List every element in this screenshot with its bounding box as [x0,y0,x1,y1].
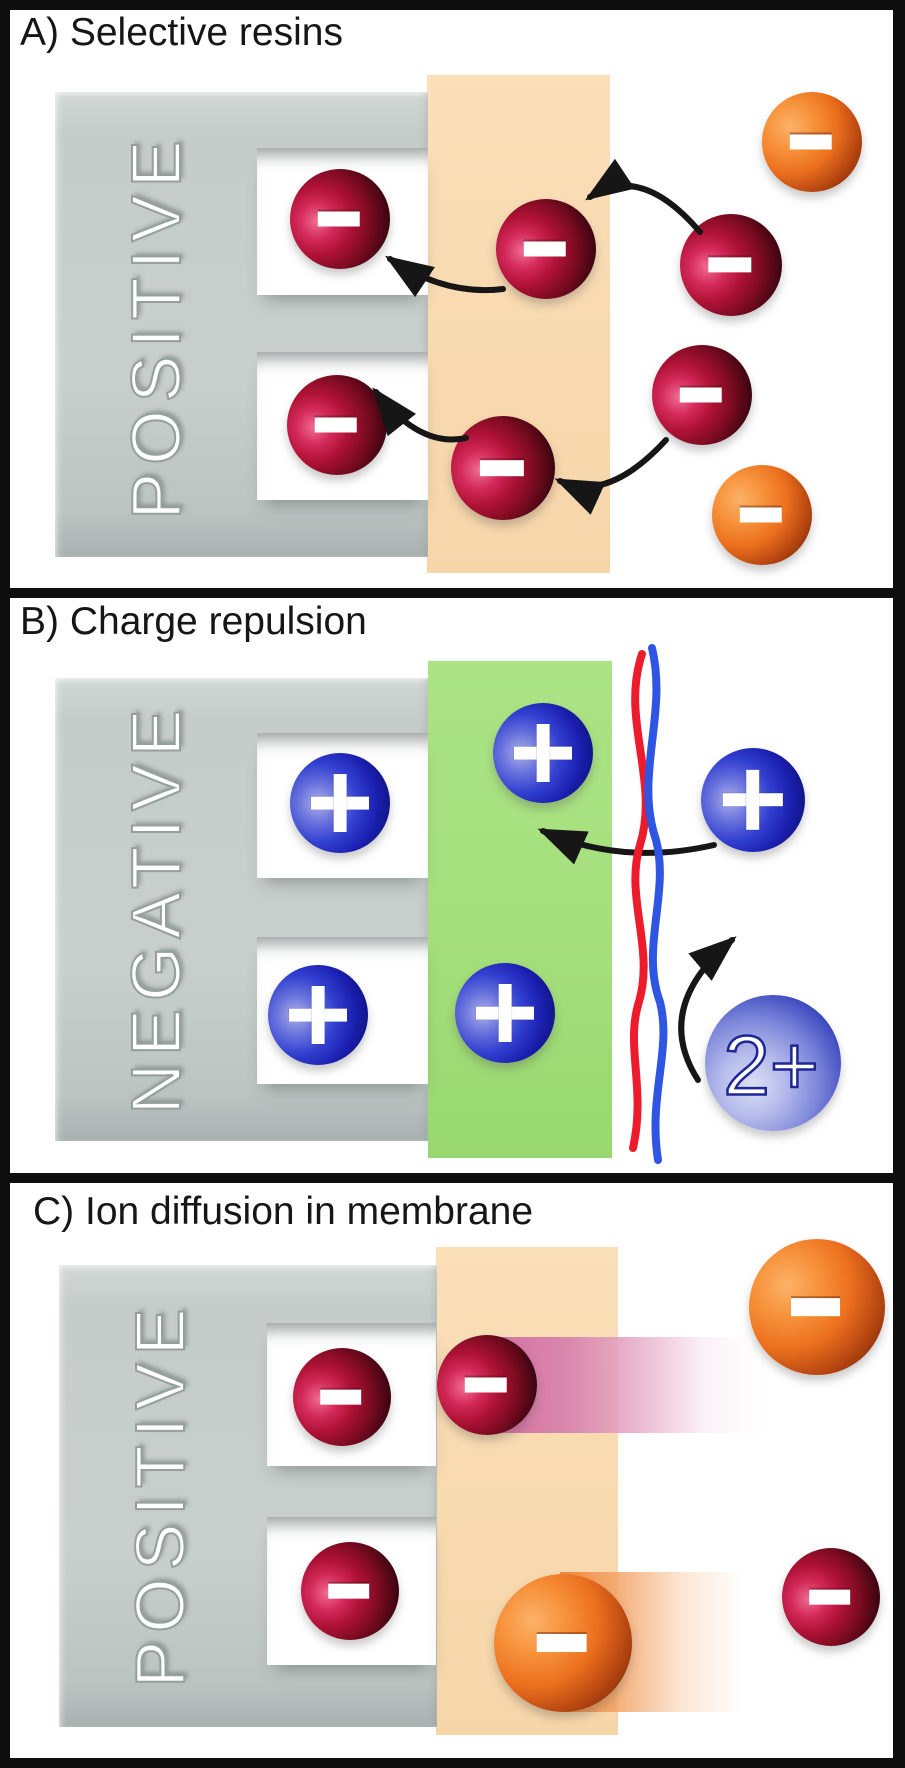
minus-sign [328,1583,370,1599]
plus-sign [476,984,534,1042]
anion-sphere-free-2 [652,345,752,445]
cation-sphere-in-membrane-2 [455,963,555,1063]
large-anion-sphere-free [749,1239,885,1375]
anion-sphere-in-membrane-2 [451,416,555,520]
large-anion-sphere-in-membrane [494,1574,632,1712]
minus-sign [479,460,524,476]
panel-c-resin-charge-label: POSITIVE [120,1300,200,1689]
panel-b-resin-charge-label: NEGATIVE [116,701,196,1116]
cation-sphere-free [701,748,805,852]
minus-sign [739,507,782,523]
border-top [0,0,905,10]
panel-c-title: C) Ion diffusion in membrane [33,1190,534,1233]
anion-sphere-in-membrane-1 [496,199,596,299]
divalent-cation-sphere: 2+ [705,995,841,1131]
panel-b-title: B) Charge repulsion [20,600,367,643]
minus-sign [320,1389,362,1405]
anion-sphere-bound-2 [287,375,387,475]
plus-sign [311,774,369,832]
cation-sphere-bound-1 [290,753,390,853]
plus-sign [723,770,783,830]
border-left [0,0,10,1768]
plus-sign [514,724,572,782]
anion-sphere-orange-free-2 [712,465,812,565]
cation-sphere-bound-2 [268,965,368,1065]
coating-layer-red-line [629,650,650,1152]
border-bottom [0,1758,905,1768]
divider-b-c [0,1173,905,1183]
anion-sphere-bound-2 [301,1542,399,1640]
panel-a-resin-charge-label: POSITIVE [116,132,196,521]
minus-sign [791,1298,841,1316]
divalent-charge-label: 2+ [722,1018,820,1113]
coating-layer-blue-line [644,644,668,1164]
anion-sphere-bound-1 [293,1348,391,1446]
minus-sign [536,1634,587,1652]
anion-sphere-free-1 [680,214,782,316]
minus-sign [679,387,722,403]
minus-sign [809,1589,851,1605]
minus-sign [314,417,357,433]
plus-sign [289,986,347,1044]
anion-sphere-diffusing [437,1335,537,1435]
anion-sphere-bound-1 [290,169,390,269]
border-right [893,0,905,1768]
minus-sign [789,134,832,150]
minus-sign [708,257,752,273]
minus-sign [464,1377,507,1393]
divider-a-b [0,588,905,598]
cation-sphere-in-membrane-1 [493,703,593,803]
minus-sign [523,241,566,257]
anion-sphere-free [782,1548,880,1646]
panel-a-title: A) Selective resins [20,11,343,54]
minus-sign [317,211,360,227]
anion-sphere-orange-free-1 [762,92,862,192]
